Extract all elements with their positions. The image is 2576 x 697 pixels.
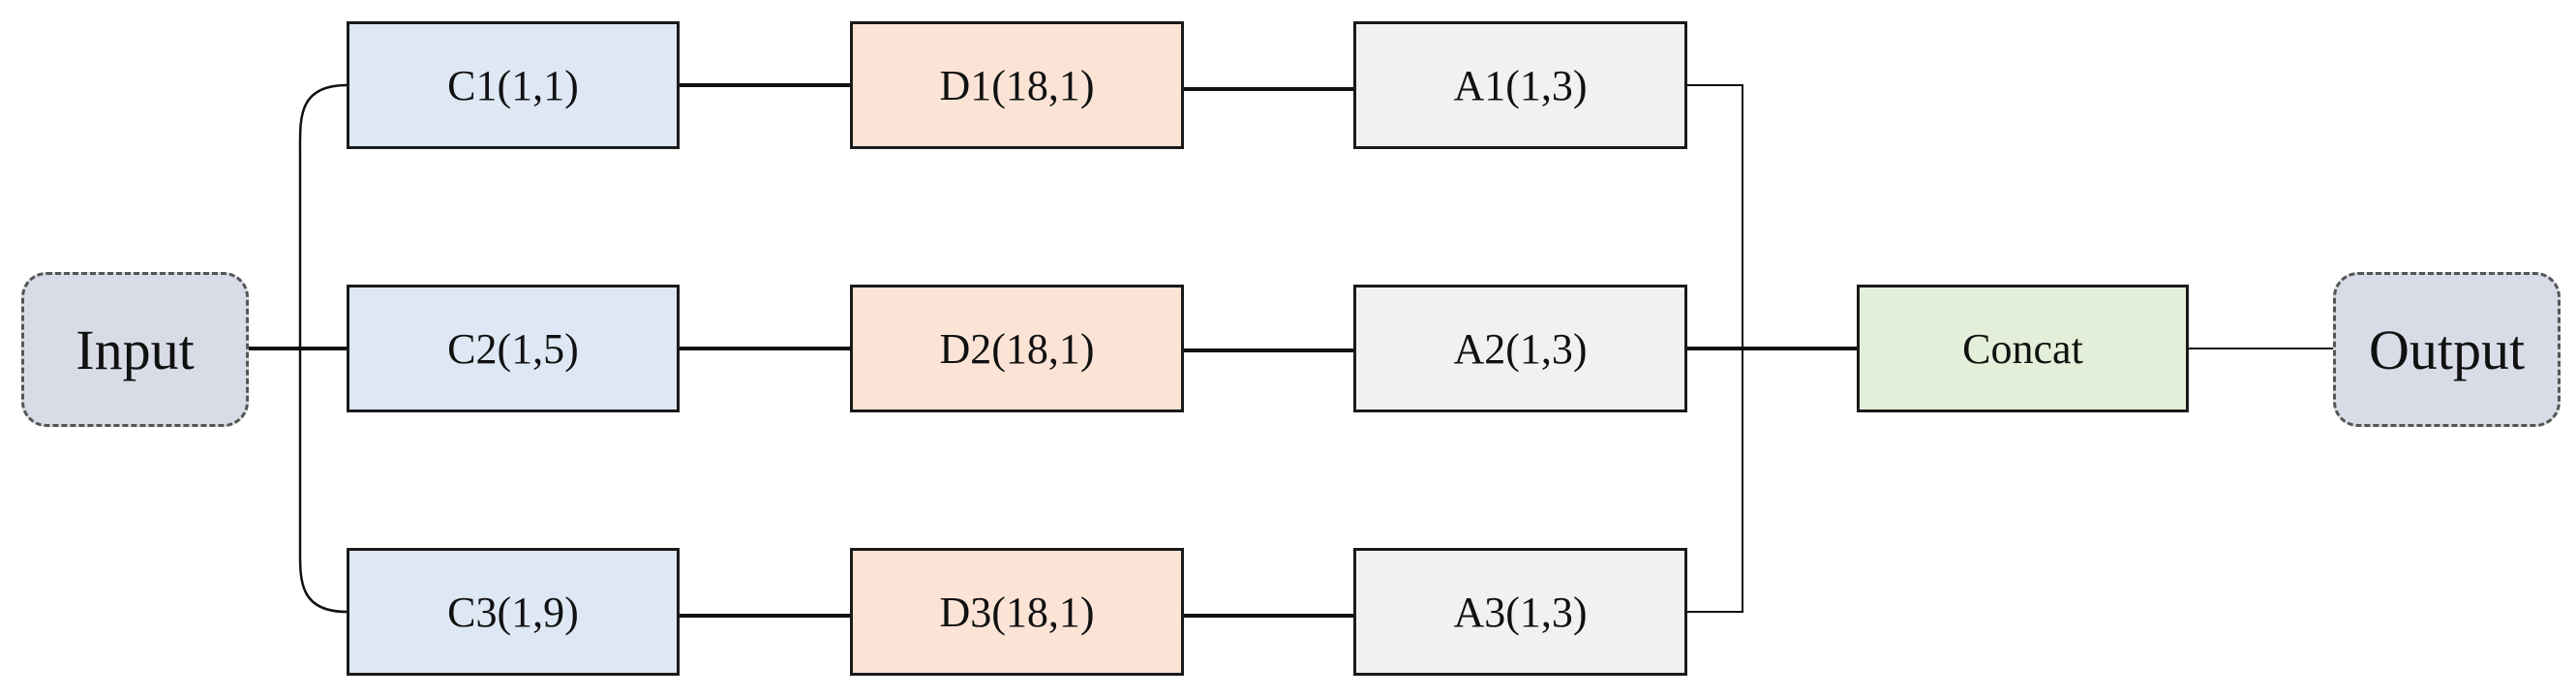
attention-block-3: A3(1,3) — [1353, 548, 1687, 676]
conv-block-2-label: C2(1,5) — [447, 324, 579, 373]
attention-block-2: A2(1,3) — [1353, 285, 1687, 412]
dilated-block-1-label: D1(18,1) — [939, 61, 1095, 109]
attention-block-1: A1(1,3) — [1353, 21, 1687, 149]
input-label: Input — [76, 318, 195, 381]
attention-block-3-label: A3(1,3) — [1453, 588, 1588, 636]
conv-block-3-label: C3(1,9) — [447, 588, 579, 636]
conv-block-2: C2(1,5) — [347, 285, 680, 412]
conv-block-3: C3(1,9) — [347, 548, 680, 676]
conv-block-1-label: C1(1,1) — [447, 61, 579, 109]
dilated-block-1: D1(18,1) — [850, 21, 1184, 149]
input-node: Input — [21, 272, 249, 427]
output-node: Output — [2333, 272, 2561, 427]
conv-block-1: C1(1,1) — [347, 21, 680, 149]
concat-block: Concat — [1857, 285, 2189, 412]
dilated-block-2-label: D2(18,1) — [939, 324, 1095, 373]
attention-block-1-label: A1(1,3) — [1453, 61, 1588, 109]
attention-block-2-label: A2(1,3) — [1453, 324, 1588, 373]
concat-label: Concat — [1962, 324, 2083, 373]
dilated-block-3: D3(18,1) — [850, 548, 1184, 676]
fork-bracket — [298, 83, 348, 614]
dilated-block-2: D2(18,1) — [850, 285, 1184, 412]
dilated-block-3-label: D3(18,1) — [939, 588, 1095, 636]
output-label: Output — [2368, 318, 2526, 381]
